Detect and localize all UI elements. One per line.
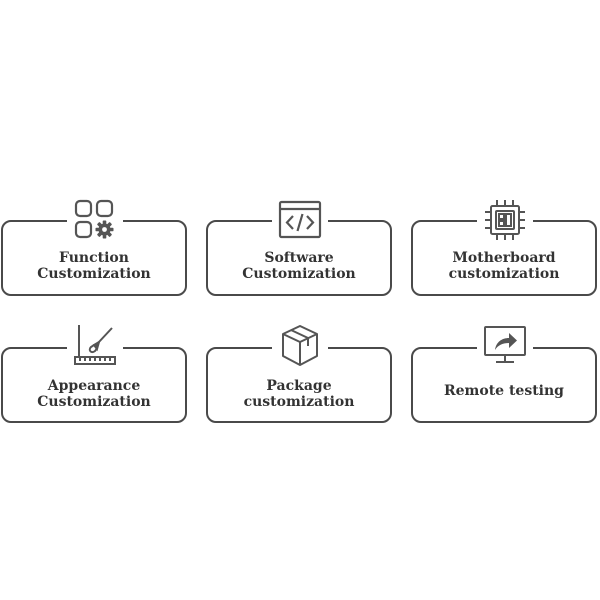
feature-label-line1: Remote testing [444,383,564,399]
feature-label-line1: Package [266,378,332,394]
app-grid-gear-icon [67,195,123,245]
feature-label-motherboard: Motherboard customization [411,250,597,282]
feature-label-remote-testing: Remote testing [411,383,597,399]
chip-icon [477,195,533,245]
feature-label-line2: customization [448,266,560,282]
feature-label-line1: Software [264,250,334,266]
box-package-icon [272,320,328,370]
feature-label-line2: Customization [242,266,356,282]
feature-label-software: Software Customization [206,250,392,282]
code-window-icon [272,195,328,245]
feature-label-package: Package customization [206,378,392,410]
ruler-brush-icon [67,320,123,370]
feature-label-line1: Function [59,250,129,266]
monitor-share-icon [477,320,533,370]
feature-label-line1: Motherboard [452,250,556,266]
feature-label-line2: Customization [37,266,151,282]
feature-label-line2: customization [243,394,355,410]
feature-label-appearance: Appearance Customization [1,378,187,410]
feature-label-line1: Appearance [47,378,141,394]
feature-label-function: Function Customization [1,250,187,282]
feature-label-line2: Customization [37,394,151,410]
